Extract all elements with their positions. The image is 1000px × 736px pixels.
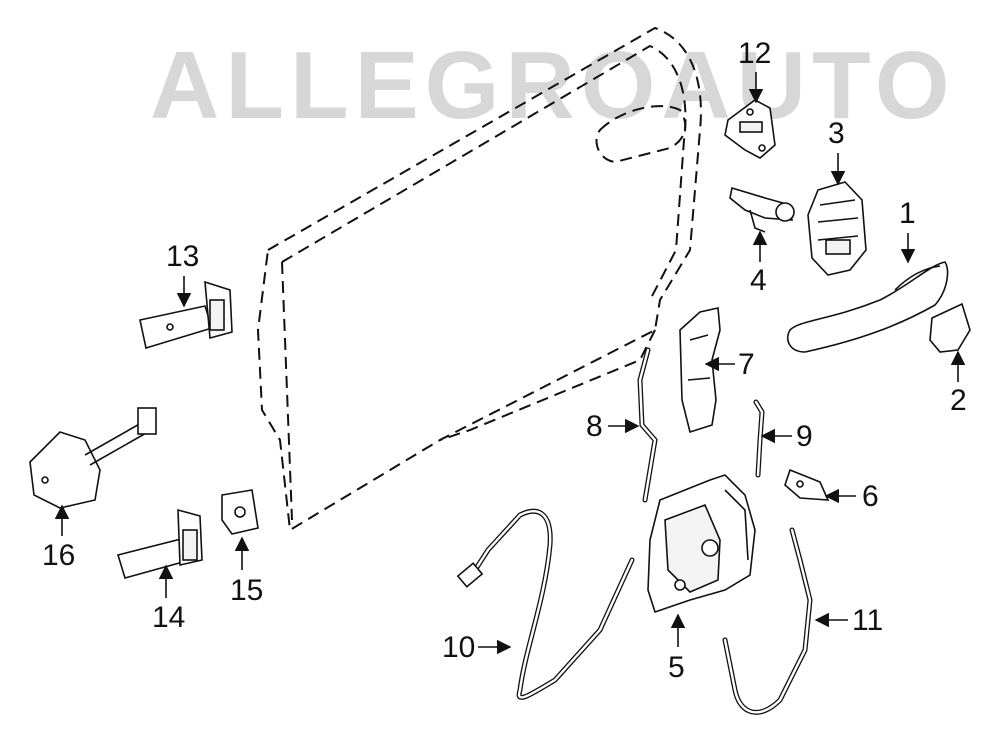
watermark: ALLEGROAUTO xyxy=(150,32,956,139)
part-inside-handle-cable xyxy=(456,508,635,700)
part-handle-bracket xyxy=(807,181,867,276)
part-lock-cylinder xyxy=(729,186,795,233)
callouts: 1 2 3 4 5 6 7 8 9 10 11 12 13 xyxy=(42,37,967,684)
part-hinge-shim xyxy=(221,489,259,535)
callout-2: 2 xyxy=(950,384,967,417)
part-outside-handle-cable xyxy=(722,527,813,715)
callout-8: 8 xyxy=(586,410,603,443)
part-door-latch xyxy=(647,474,756,614)
callout-13: 13 xyxy=(166,240,199,273)
watermark-text: ALLEGROAUTO xyxy=(150,32,956,139)
part-handle-cap xyxy=(929,302,971,353)
callout-9: 9 xyxy=(796,420,813,453)
callout-6: 6 xyxy=(862,480,879,513)
callout-16: 16 xyxy=(42,539,75,572)
door-outline xyxy=(256,26,702,532)
part-lower-hinge xyxy=(116,508,203,579)
callout-5: 5 xyxy=(668,651,685,684)
callout-15: 15 xyxy=(230,574,263,607)
callout-11: 11 xyxy=(852,604,883,637)
callout-10: 10 xyxy=(442,631,475,664)
callout-4: 4 xyxy=(750,264,767,297)
part-lock-bracket xyxy=(679,307,721,434)
part-striker xyxy=(724,99,776,159)
callout-14: 14 xyxy=(152,601,185,634)
callout-12: 12 xyxy=(738,37,771,70)
callout-1: 1 xyxy=(899,197,916,230)
callout-3: 3 xyxy=(828,117,845,150)
callout-7: 7 xyxy=(738,348,755,381)
part-door-check xyxy=(29,407,157,509)
part-handle-rod xyxy=(753,399,765,478)
part-outside-handle xyxy=(786,261,949,353)
part-reinforcement-plate xyxy=(784,468,830,501)
part-lock-rod xyxy=(637,347,658,503)
part-upper-hinge xyxy=(139,280,233,350)
